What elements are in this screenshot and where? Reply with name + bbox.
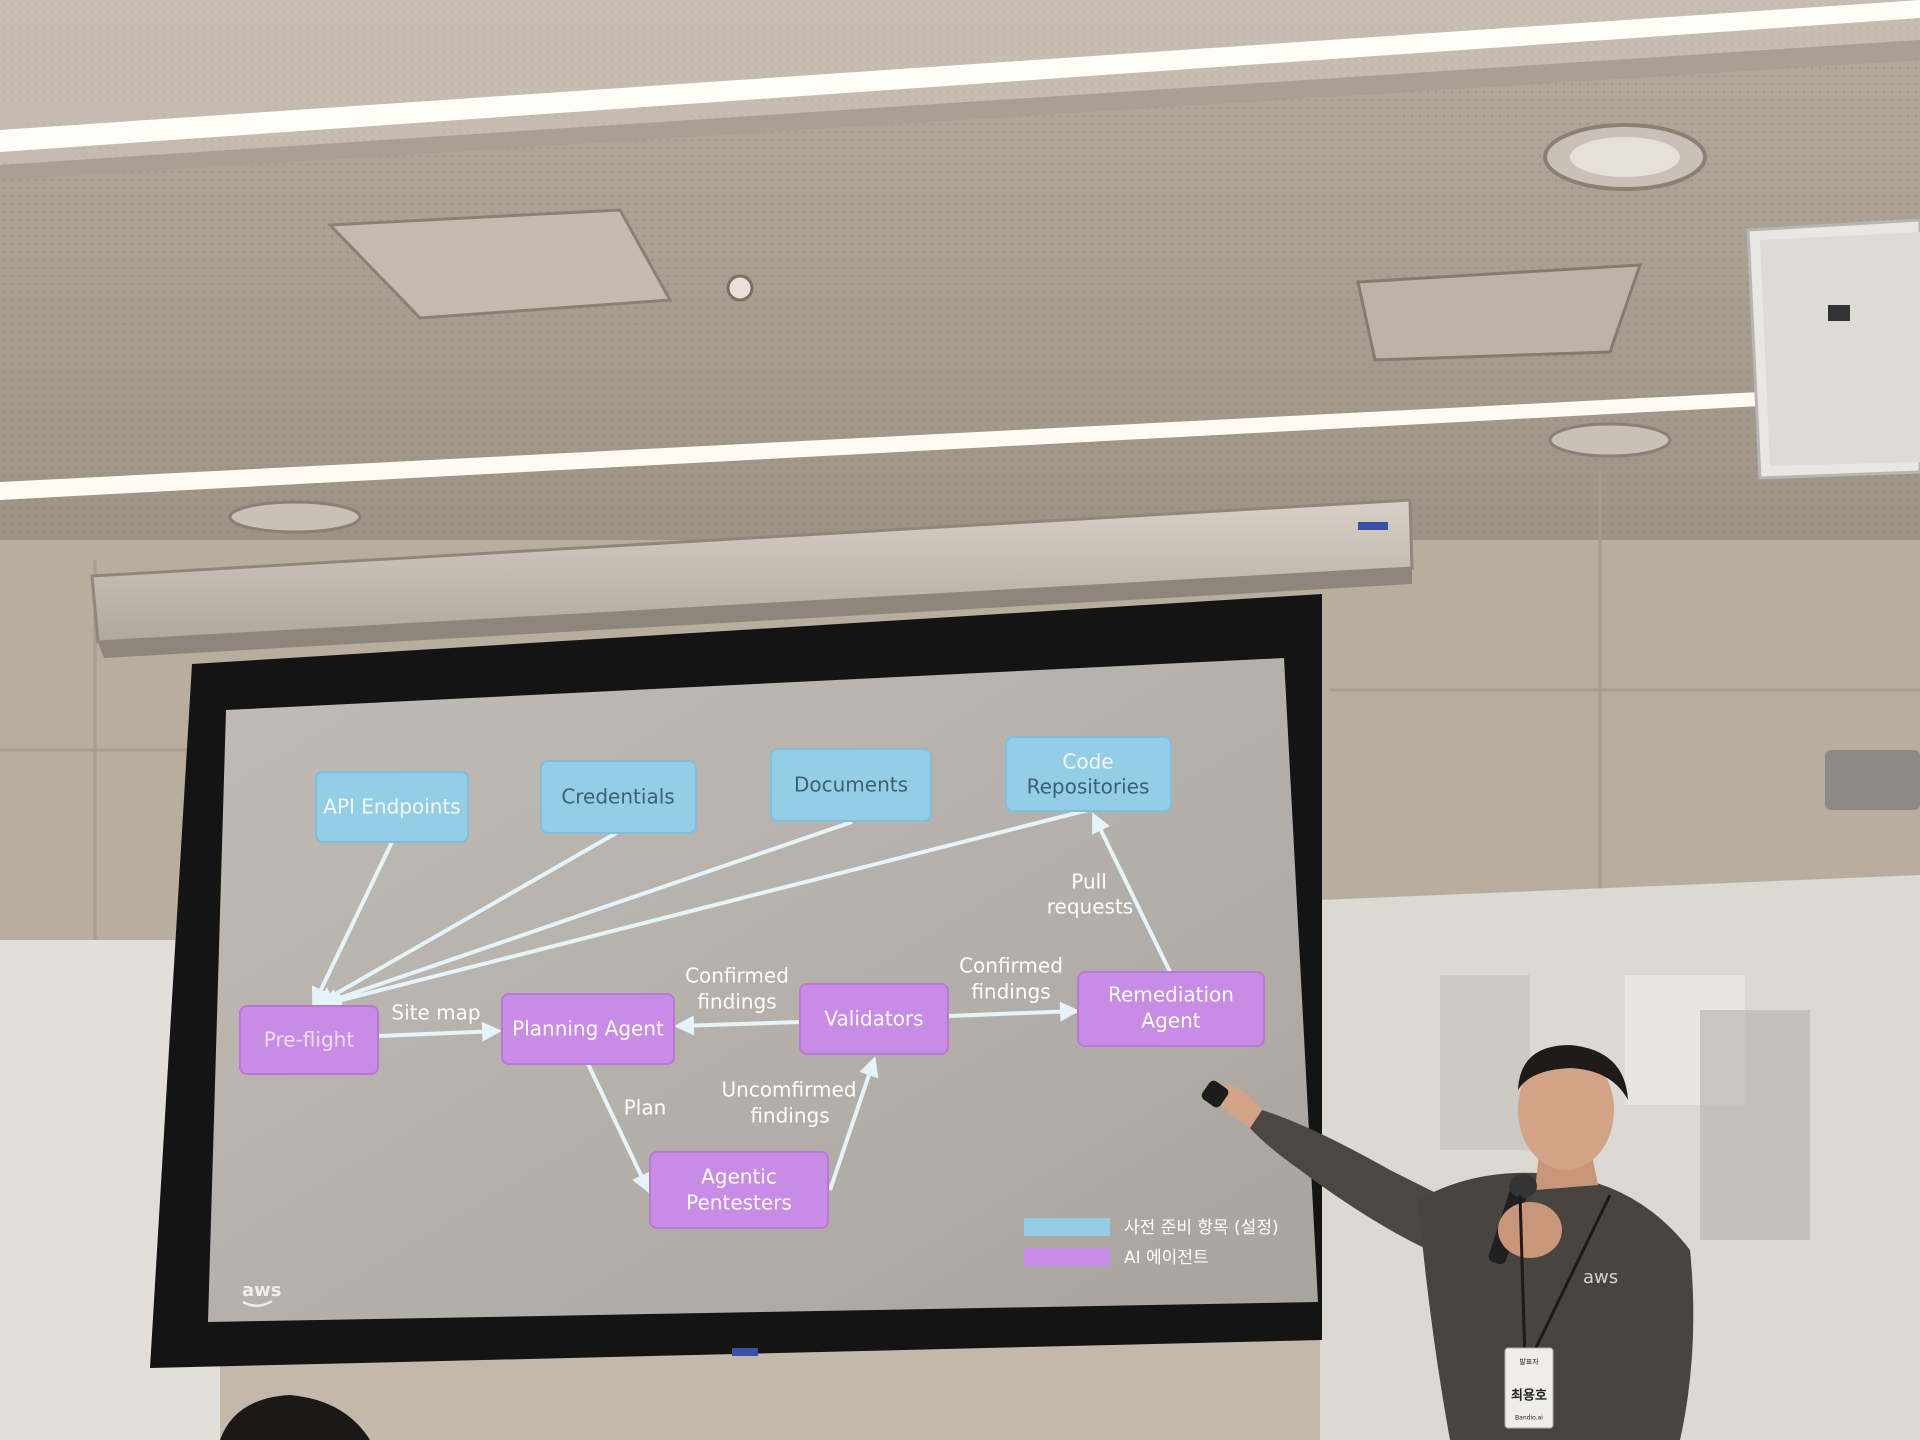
aws-logo: aws [242, 1280, 282, 1307]
badge-name: 최용호 [1511, 1388, 1547, 1404]
ceiling [0, 0, 1920, 560]
legend-swatch-purple [1024, 1248, 1110, 1266]
presenter-head [1518, 1050, 1614, 1170]
node-label: Pre-flight [264, 1028, 355, 1052]
ceiling-vent-left [326, 208, 673, 320]
ceiling-light-round [1548, 422, 1672, 458]
node-planning-agent: Planning Agent [501, 993, 675, 1065]
node-code-repositories: Code Repositories [1005, 736, 1172, 812]
legend-label-preparation: 사전 준비 항목 (설정) [1124, 1218, 1279, 1238]
node-credentials: Credentials [540, 760, 697, 834]
svg-text:aws: aws [242, 1280, 282, 1301]
presenter-hair [1518, 1045, 1628, 1100]
presenter-arm [1250, 1110, 1450, 1260]
badge-role: 발표자 [1519, 1357, 1539, 1366]
node-validators: Validators [799, 983, 949, 1055]
legend: 사전 준비 항목 (설정) AI 에이전트 [1024, 1218, 1279, 1268]
edge-credentials-to-preflight [314, 830, 619, 1006]
node-label: Credentials [561, 785, 674, 809]
edge-documents-to-preflight [318, 820, 853, 1009]
presentation-clicker [1201, 1080, 1229, 1108]
edge-label-confirmed-findings-right: findings [971, 980, 1050, 1004]
housing-badge [1358, 522, 1388, 530]
edge-label-unconfirmed-findings: findings [750, 1104, 829, 1128]
edge-label-pull-requests: requests [1047, 895, 1133, 919]
led-light-strips [0, 0, 1920, 500]
edge-api-to-preflight [311, 841, 394, 1008]
edge-label-confirmed-findings-left: findings [697, 990, 776, 1014]
legend-label-ai-agents: AI 에이전트 [1124, 1248, 1209, 1268]
edge-label-pull-requests: Pull [1071, 870, 1107, 894]
node-preflight: Pre-flight [239, 1005, 379, 1075]
edge-preflight-to-planning [377, 1021, 502, 1042]
edge-label-unconfirmed-findings: Uncomfirmed [722, 1078, 857, 1102]
edge-remediation-to-code [1092, 812, 1172, 973]
node-label-line1: Remediation [1108, 983, 1234, 1007]
node-label-line1: Agentic [701, 1165, 777, 1189]
node-label: Documents [794, 773, 908, 797]
shirt-logo: aws [1583, 1267, 1618, 1288]
name-badge: 발표자 최용호 Bandio.ai [1504, 1347, 1554, 1429]
node-agentic-pentesters: Agentic Pentesters [649, 1151, 829, 1229]
node-label-line2: Agent [1141, 1009, 1200, 1033]
edge-label-confirmed-findings-left: Confirmed [685, 964, 789, 988]
ceiling-light-round [228, 500, 362, 534]
edge-code-to-preflight [322, 808, 1089, 1010]
node-label-line1: Code [1062, 750, 1113, 774]
edge-planning-to-pentesters [586, 1063, 651, 1194]
wall-device [1825, 750, 1920, 810]
speaker-logo [1828, 305, 1850, 321]
smoke-detector [726, 274, 754, 302]
slide-diagram: API Endpoints Credentials Documents Code… [239, 736, 1279, 1307]
edge-validators-to-remediation [947, 1001, 1080, 1022]
node-label: Planning Agent [512, 1017, 664, 1041]
edge-label-confirmed-findings-right: Confirmed [959, 954, 1063, 978]
edge-pentesters-to-validators [828, 1056, 879, 1191]
node-label: Validators [824, 1007, 923, 1031]
node-api-endpoints: API Endpoints [315, 771, 469, 843]
node-documents: Documents [770, 748, 932, 822]
diagram-edges [311, 808, 1172, 1194]
presenter: aws 발표자 최용호 Bandio.ai [1201, 1045, 1694, 1440]
projector-screen-housing [90, 498, 1414, 658]
screen-badge [732, 1348, 758, 1356]
edge-label-site-map: Site map [391, 1001, 480, 1025]
ceiling-vent-right [1356, 263, 1643, 362]
edge-label-plan: Plan [624, 1096, 667, 1120]
wall-speaker [1746, 218, 1920, 480]
edge-validators-to-planning [674, 1015, 801, 1036]
node-label: API Endpoints [323, 795, 460, 819]
audience-head [220, 1395, 370, 1440]
node-remediation-agent: Remediation Agent [1077, 971, 1265, 1047]
legend-swatch-blue [1024, 1218, 1110, 1236]
node-label-line2: Repositories [1027, 775, 1150, 799]
node-label-line2: Pentesters [686, 1191, 792, 1215]
badge-org: Bandio.ai [1515, 1415, 1543, 1422]
